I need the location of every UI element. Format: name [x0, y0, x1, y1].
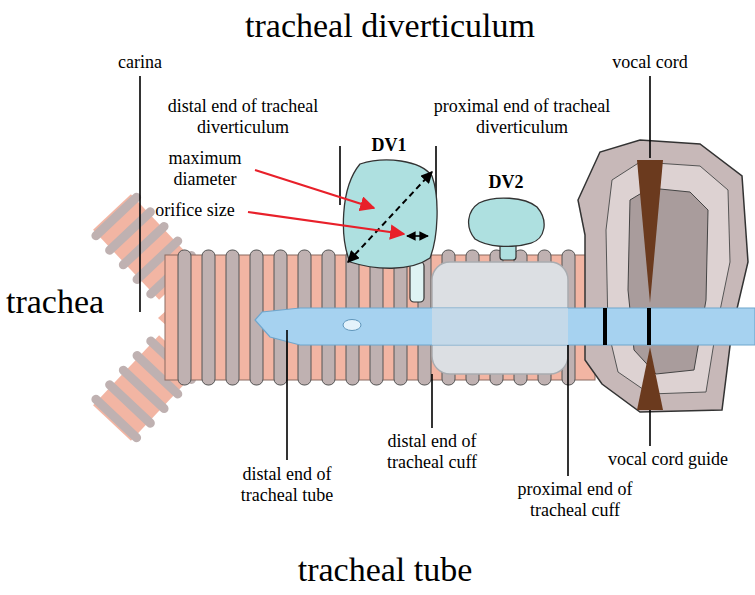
part-label: vocal cord guide: [593, 449, 743, 470]
diverticulum-orifice: [410, 262, 424, 302]
region-label: tracheal tube: [255, 550, 515, 589]
cartilage-ring: [96, 197, 137, 235]
diverticulum-shape: [340, 158, 438, 270]
diverticulum-shape: [343, 160, 437, 268]
part-label: distal end of tracheal cuff: [370, 431, 495, 472]
cartilage-ring: [226, 250, 239, 385]
diverticulum-shape: [469, 198, 545, 246]
diverticulum-shape: [465, 195, 547, 247]
cartilage-ring: [202, 250, 215, 385]
diverticulum: DV2: [465, 195, 547, 247]
cartilage-ring: [178, 250, 191, 385]
region-label: trachea: [6, 282, 116, 321]
depth-mark: [647, 308, 651, 345]
measure-label: orifice size: [140, 200, 250, 221]
laryngeal-cartilage: [606, 162, 730, 394]
diverticulum-label: DV1: [340, 135, 438, 156]
orifice-arrow: [407, 235, 428, 237]
vocal-cord: [637, 160, 663, 303]
pointer-arrow: [248, 212, 404, 234]
vocal-cord: [637, 347, 663, 410]
tracheal-tube: [255, 308, 755, 345]
part-label: proximal end of tracheal cuff: [508, 479, 643, 520]
pointer-arrow: [255, 170, 374, 208]
diverticulum: DV1: [340, 158, 438, 270]
cartilage-ring: [96, 399, 137, 437]
murphy-eye: [343, 320, 361, 331]
part-label: distal end of tracheal diverticulum: [154, 96, 332, 137]
part-label: vocal cord: [595, 52, 705, 73]
cuff-overlay: [432, 308, 568, 345]
laryngeal-lumen: [628, 188, 708, 374]
diagram-title: tracheal diverticulum: [180, 6, 600, 45]
depth-mark: [603, 308, 607, 345]
measure-label: maximum diameter: [158, 148, 253, 189]
tracheal-cuff: [432, 262, 568, 374]
part-label: proximal end of tracheal diverticulum: [433, 96, 611, 137]
larynx: [578, 140, 748, 412]
part-label: carina: [95, 52, 185, 73]
diameter-arrow: [348, 172, 432, 262]
leader-line: [140, 76, 650, 476]
diverticulum-label: DV2: [465, 172, 547, 193]
part-label: distal end of tracheal tube: [225, 464, 350, 505]
